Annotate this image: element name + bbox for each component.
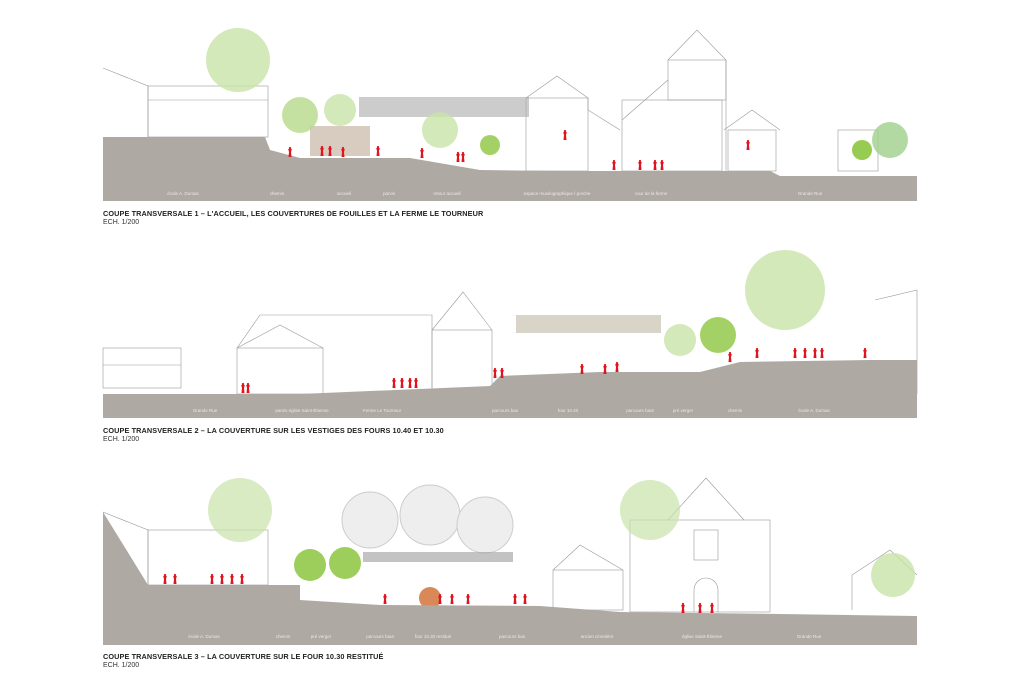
ground-label: Grande Rue <box>192 408 218 413</box>
ground-label: école A. Dumas <box>167 191 199 196</box>
person-figure <box>392 377 396 388</box>
trees-1 <box>206 28 908 160</box>
ground-label: chemin <box>269 191 285 196</box>
person-figure <box>163 573 167 584</box>
ground-label: parcours haut <box>626 408 654 413</box>
person-figure <box>653 159 657 170</box>
ground-section-1 <box>103 137 917 201</box>
accueil-building <box>310 126 370 156</box>
ground-label: four 10.40 <box>557 408 579 413</box>
person-figure <box>461 151 465 162</box>
ground-label: parvis <box>382 191 396 196</box>
roof-cover-3 <box>363 552 513 562</box>
roof-cover-1 <box>359 97 529 117</box>
section-scale: ECH. 1/200 <box>103 436 140 443</box>
person-figure <box>420 147 424 158</box>
trees-3 <box>208 478 915 597</box>
person-figure <box>414 377 418 388</box>
person-figure <box>746 139 750 150</box>
person-figure <box>230 573 234 584</box>
person-figure <box>728 351 732 362</box>
person-figure <box>493 367 497 378</box>
person-figure <box>240 573 244 584</box>
person-figure <box>793 347 797 358</box>
person-figure <box>580 363 584 374</box>
person-figure <box>466 593 470 604</box>
ground-label: parcours bas <box>498 634 526 639</box>
person-figure <box>681 602 685 613</box>
ground-label: chemin <box>275 634 291 639</box>
ground-label: parcours bas <box>491 408 519 413</box>
ground-label: école A. Dumas <box>188 634 220 639</box>
ground-label: retour accueil <box>433 191 461 196</box>
person-figure <box>513 593 517 604</box>
ground-label: parvis église Saint-Étienne <box>275 408 329 413</box>
person-figure <box>383 593 387 604</box>
section-title: COUPE TRANSVERSALE 1 – L'ACCUEIL, LES CO… <box>103 209 484 218</box>
person-figure <box>863 347 867 358</box>
ground-label: église Saint-Étienne <box>681 634 723 639</box>
person-figure <box>173 573 177 584</box>
person-figure <box>400 377 404 388</box>
trees-2 <box>664 250 825 356</box>
person-figure <box>803 347 807 358</box>
person-figure <box>438 593 442 604</box>
ground-label: Grande Rue <box>797 191 823 196</box>
person-figure <box>612 159 616 170</box>
ground-label: cour de la ferme <box>634 191 668 196</box>
person-figure <box>246 382 250 393</box>
person-figure <box>820 347 824 358</box>
person-figure <box>210 573 214 584</box>
person-figure <box>408 377 412 388</box>
person-figure <box>288 146 292 157</box>
ground-label: Grande Rue <box>796 634 822 639</box>
roof-cover-2 <box>516 315 661 333</box>
person-figure <box>755 347 759 358</box>
section-title: COUPE TRANSVERSALE 2 – LA COUVERTURE SUR… <box>103 426 444 435</box>
person-figure <box>660 159 664 170</box>
ground-section-3 <box>103 512 917 645</box>
ground-label: pré verger <box>672 408 694 413</box>
person-figure <box>450 593 454 604</box>
person-figure <box>241 382 245 393</box>
person-figure <box>523 593 527 604</box>
ground-label: école A. Dumas <box>798 408 830 413</box>
ground-section-2 <box>103 360 917 418</box>
person-figure <box>603 363 607 374</box>
person-figure <box>376 145 380 156</box>
person-figure <box>615 361 619 372</box>
person-figure <box>813 347 817 358</box>
person-figure <box>328 145 332 156</box>
four-10-30-restitue <box>419 587 441 609</box>
person-figure <box>638 159 642 170</box>
ground-label: ancien cimetière <box>580 634 614 639</box>
person-figure <box>698 602 702 613</box>
person-figure <box>500 367 504 378</box>
section-scale: ECH. 1/200 <box>103 662 140 669</box>
person-figure <box>563 129 567 140</box>
person-figure <box>320 145 324 156</box>
ground-label: chemin <box>727 408 743 413</box>
ground-label: espace muséographique / porche <box>523 191 591 196</box>
ground-label: Ferme Le Tourneur <box>362 408 402 413</box>
ground-label: accueil <box>336 191 352 196</box>
ground-label: parcours haut <box>366 634 394 639</box>
person-figure <box>710 602 714 613</box>
person-figure <box>341 146 345 157</box>
section-scale: ECH. 1/200 <box>103 219 140 226</box>
section-title: COUPE TRANSVERSALE 3 – LA COUVERTURE SUR… <box>103 652 384 661</box>
ground-label: four 10.30 restitué <box>414 634 452 639</box>
ground-label: pré verger <box>310 634 332 639</box>
person-figure <box>220 573 224 584</box>
person-figure <box>456 151 460 162</box>
